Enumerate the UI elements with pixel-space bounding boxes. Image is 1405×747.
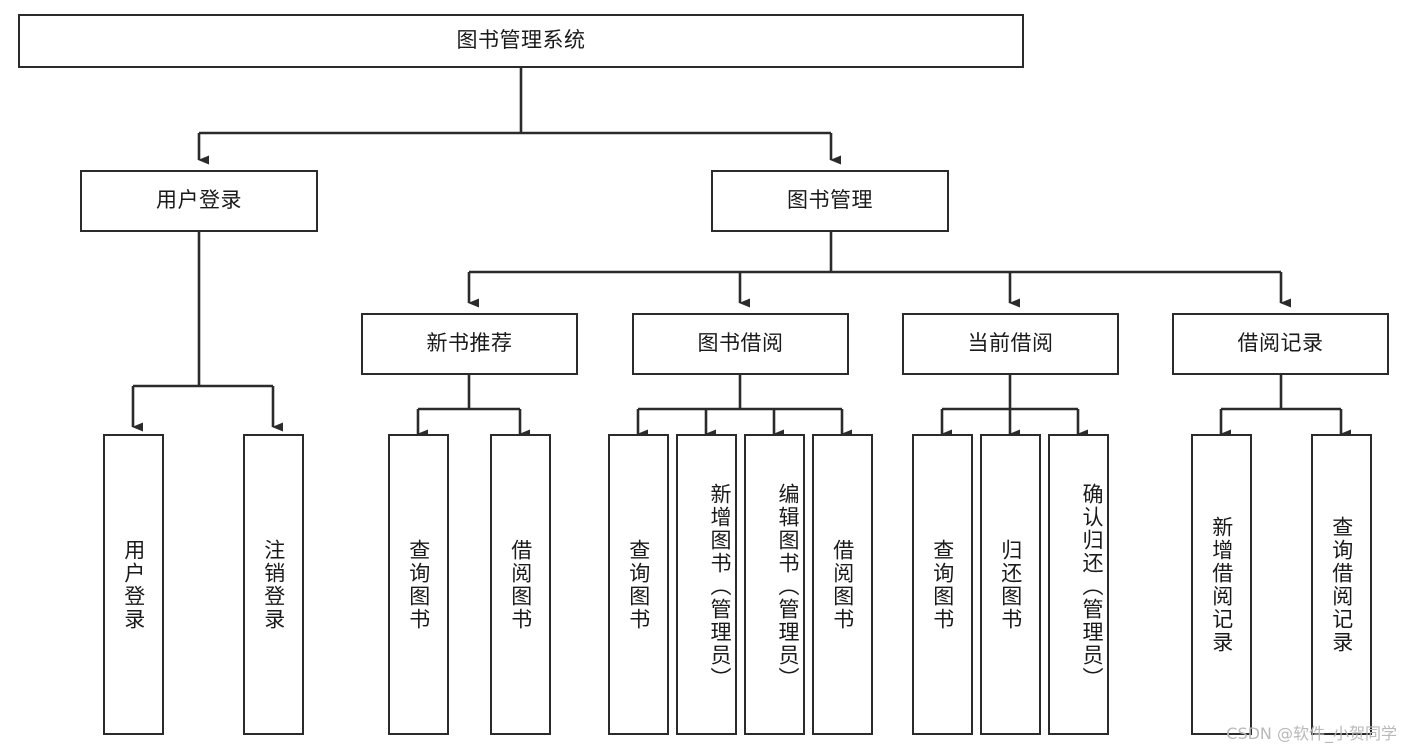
node-label: 新书推荐 [426,331,513,356]
leaf-current-borrow-return-book[interactable]: 归还图书 [980,434,1041,735]
node-new-book-recommend[interactable]: 新书推荐 [361,313,578,375]
leaf-new-book-borrow-book[interactable]: 借阅图书 [490,434,551,735]
leaf-book-borrow-borrow-book[interactable]: 借阅图书 [812,434,873,735]
node-label: 确认归还（管理员） [1080,483,1104,690]
node-label: 新增借阅记录 [1209,515,1234,654]
node-label: 查询图书 [406,538,431,631]
node-label: 图书管理系统 [456,28,586,53]
node-label: 用户登录 [121,538,146,631]
node-label: 新增图书（管理员） [708,483,732,690]
node-label: 借阅记录 [1237,331,1324,356]
node-root-book-management-system[interactable]: 图书管理系统 [18,14,1024,68]
node-label: 归还图书 [998,538,1023,631]
node-label: 查询图书 [626,538,651,631]
leaf-book-borrow-query-book[interactable]: 查询图书 [608,434,669,735]
leaf-borrow-record-add-record[interactable]: 新增借阅记录 [1191,434,1252,735]
node-book-management[interactable]: 图书管理 [711,170,949,232]
node-label: 注销登录 [261,538,286,631]
node-current-borrow[interactable]: 当前借阅 [902,313,1119,375]
node-borrow-record[interactable]: 借阅记录 [1172,313,1389,375]
csdn-watermark: CSDN @软件_小贺同学 [1226,724,1397,743]
node-label: 用户登录 [156,188,242,213]
leaf-book-borrow-add-book-admin[interactable]: 新增图书（管理员） [676,434,737,735]
leaf-user-login-login[interactable]: 用户登录 [103,434,164,735]
node-user-login[interactable]: 用户登录 [80,170,318,232]
node-label: 当前借阅 [967,331,1054,356]
leaf-book-borrow-edit-book-admin[interactable]: 编辑图书（管理员） [744,434,805,735]
leaf-borrow-record-query-record[interactable]: 查询借阅记录 [1311,434,1372,735]
leaf-current-borrow-query-book[interactable]: 查询图书 [912,434,973,735]
leaf-user-login-logout[interactable]: 注销登录 [243,434,304,735]
node-label: 图书借阅 [697,331,784,356]
node-label: 借阅图书 [508,538,533,631]
node-label: 图书管理 [787,188,873,213]
node-label: 查询图书 [930,538,955,631]
leaf-new-book-query-book[interactable]: 查询图书 [388,434,449,735]
node-label: 查询借阅记录 [1329,515,1354,654]
node-label: 借阅图书 [830,538,855,631]
node-book-borrow[interactable]: 图书借阅 [632,313,849,375]
node-label: 编辑图书（管理员） [776,483,800,690]
leaf-current-borrow-confirm-return-admin[interactable]: 确认归还（管理员） [1048,434,1109,735]
